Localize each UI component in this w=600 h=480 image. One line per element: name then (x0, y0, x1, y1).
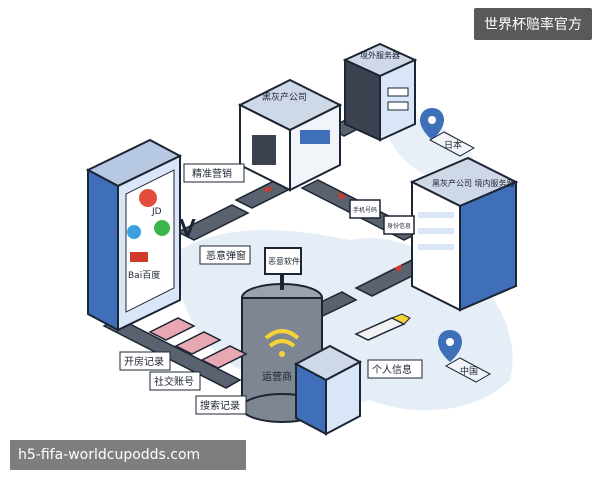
tower-stripe-2 (418, 228, 454, 234)
app-badge-red (130, 252, 148, 262)
sign-label: 恶意软件 (268, 256, 300, 266)
china-tag-label: 中国 (460, 365, 478, 377)
belt-box-2-label: 身份信息 (387, 222, 411, 230)
small-building (296, 346, 360, 434)
footer-url[interactable]: h5-fifa-worldcupodds.com (10, 440, 246, 470)
phone-jd-label: JD (151, 207, 162, 217)
server-building: 黑灰产公司 (240, 80, 340, 190)
small-cabinet-label: 境外服务器 (360, 50, 400, 60)
cabinet-slot-1 (388, 88, 408, 96)
small-cabinet: 境外服务器 (345, 44, 415, 140)
label-malicious-popup: 恶意弹窗 (206, 249, 246, 262)
tower-stripe-3 (418, 244, 454, 250)
label-open-house-record: 开房记录 (124, 355, 164, 368)
server-tower: 黑灰产公司 境内服务器 (412, 158, 516, 310)
weibo-icon (139, 189, 157, 207)
label-personal-info: 个人信息 (372, 363, 412, 376)
japan-tag-label: 日本 (444, 139, 462, 151)
qq-icon (127, 225, 141, 239)
label-search-record: 搜索记录 (200, 399, 240, 412)
gray-tower-label: 运营商 (262, 370, 292, 383)
v-logo: V (180, 217, 195, 242)
tower-stripe-1 (418, 212, 454, 218)
cabinet-slot-2 (388, 102, 408, 110)
server-tower-label: 黑灰产公司 境内服务器 (432, 178, 515, 188)
phone-device: JD Bai百度 (88, 140, 180, 330)
building-window (252, 135, 276, 165)
phone-baidu-label: Bai百度 (128, 269, 160, 281)
wechat-icon (154, 220, 170, 236)
server-building-label: 黑灰产公司 (262, 91, 307, 103)
label-social-account: 社交账号 (154, 375, 194, 388)
belt-box-1-label: 手机号码 (353, 206, 377, 214)
label-precision-marketing: 精准营销 (192, 167, 232, 180)
building-panel (300, 130, 330, 144)
watermark-banner: 世界杯赔率官方 (474, 8, 592, 40)
